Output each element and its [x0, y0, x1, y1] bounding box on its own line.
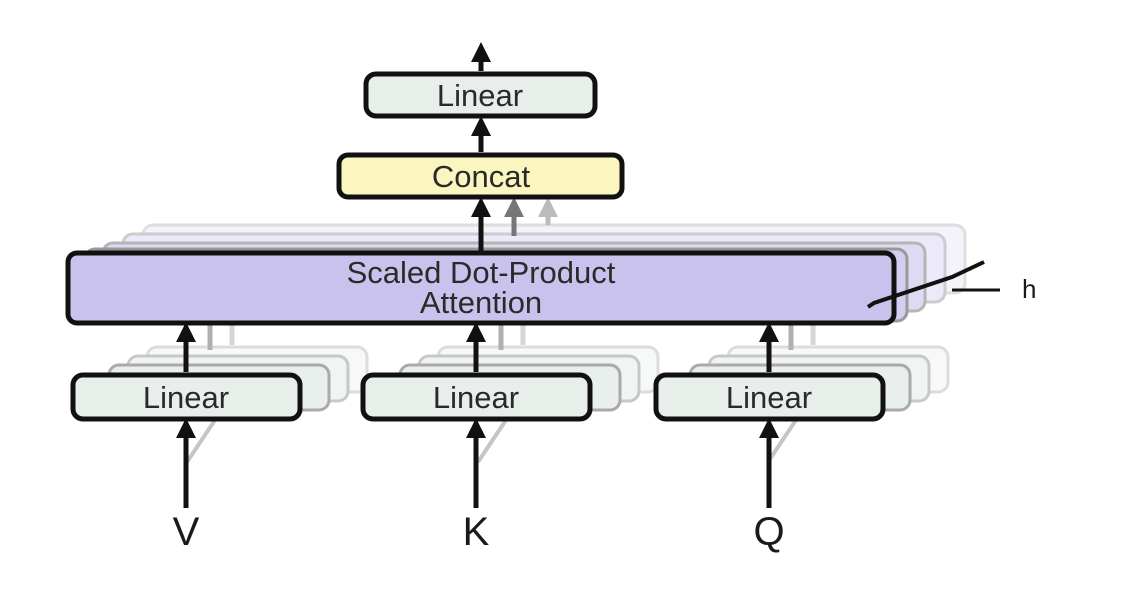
input-arrows — [176, 418, 779, 508]
linear-q-box: Linear — [653, 372, 886, 422]
heads-label: h — [1022, 274, 1036, 304]
attention-label-line1: Scaled Dot-Product — [347, 255, 616, 290]
projection-arrows — [176, 322, 779, 372]
attention-box: Scaled Dot-Product Attention — [65, 250, 897, 326]
ghost-connectors — [185, 322, 816, 464]
linear-v-box: Linear — [70, 372, 303, 422]
output-linear-box: Linear — [363, 71, 598, 119]
attention-label-line2: Attention — [420, 285, 542, 320]
concat-box: Concat — [336, 152, 625, 200]
concat-label: Concat — [432, 159, 531, 194]
input-label-v: V — [173, 510, 200, 554]
linear-k-label: Linear — [433, 380, 519, 415]
linear-q-label: Linear — [726, 380, 812, 415]
linear-k-box: Linear — [360, 372, 593, 422]
heads-bracket: h — [866, 260, 1036, 309]
attention-to-concat-arrows — [471, 197, 558, 251]
output-linear-label: Linear — [437, 78, 523, 113]
input-label-k: K — [463, 510, 490, 554]
input-label-q: Q — [753, 510, 784, 554]
linear-v-label: Linear — [143, 380, 229, 415]
